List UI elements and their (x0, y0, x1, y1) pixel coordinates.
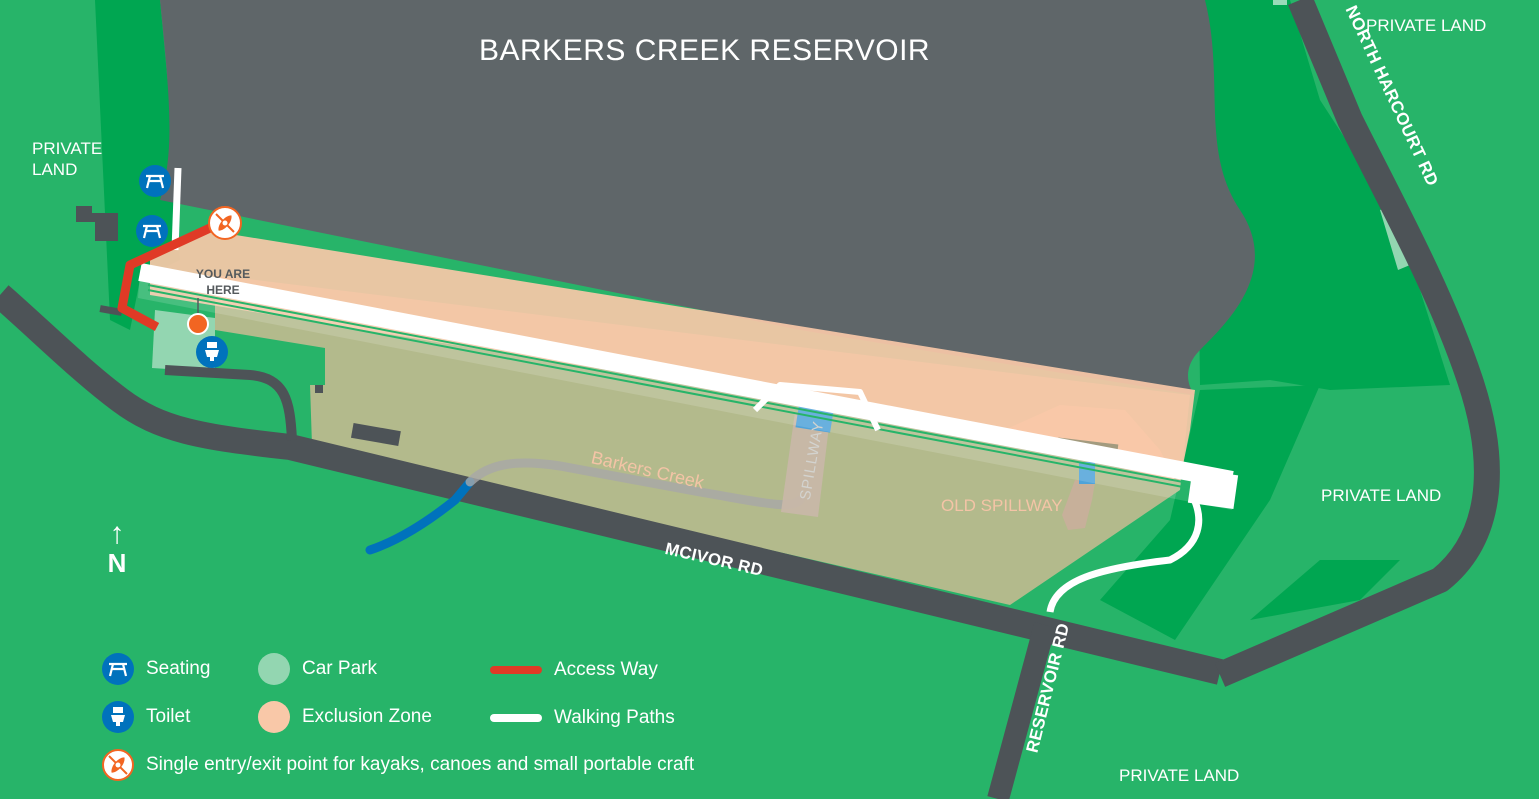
car-park-driveway (164, 365, 297, 441)
private-land-label: PRIVATE LAND (1321, 486, 1442, 505)
you-are-here-dot (187, 313, 209, 335)
dam-wall-inner-2 (147, 289, 1226, 496)
legend-seating-label: Seating (146, 658, 211, 679)
legend-access-way: Access Way (490, 658, 658, 682)
walking-path-east (1046, 493, 1203, 613)
private-land-label: PRIVATE LAND (1119, 766, 1240, 785)
dark-green-se (1100, 385, 1320, 640)
dam-east-block (1187, 468, 1239, 510)
land-plot (215, 275, 1190, 605)
dark-green-east (1195, 0, 1450, 390)
legend-entry-point: Single entry/exit point for kayaks, cano… (102, 749, 694, 781)
legend-walking-paths-label: Walking Paths (554, 707, 675, 728)
toilet-icon (196, 336, 228, 368)
dark-green-se-lower (1250, 560, 1400, 620)
you-are-here-label: YOU ARE HERE (186, 266, 260, 298)
building-plot (350, 422, 401, 447)
legend-seating: Seating (102, 653, 210, 685)
access-way (117, 223, 212, 331)
legend-access-way-label: Access Way (554, 659, 658, 680)
marker-post (315, 385, 323, 393)
legend-exclusion-zone: Exclusion Zone (258, 701, 432, 733)
spillway-channel (781, 412, 830, 517)
seating-icon (102, 653, 134, 685)
car-park-swatch (258, 653, 290, 685)
road-west-mcivor (0, 285, 1224, 685)
toilet-icon (102, 701, 134, 733)
road-stub (99, 305, 123, 316)
building-west (76, 206, 118, 241)
exclusion-zone (150, 230, 1195, 480)
walking-paths-swatch (490, 714, 542, 722)
walking-path-spillway-loop (752, 382, 881, 432)
private-land-line2: LAND (32, 160, 78, 179)
legend-car-park-label: Car Park (302, 658, 377, 679)
dam-wall-path (138, 263, 1234, 489)
path-stub (1273, 0, 1287, 5)
kayak-icon (208, 206, 242, 240)
reservoir-water (160, 0, 1255, 395)
north-arrow: ↑ N (100, 517, 134, 579)
road-north-harcourt (1214, 0, 1500, 687)
dam-wall-inner (147, 284, 1226, 491)
north-arrow-icon: ↑ (109, 517, 125, 550)
legend-car-park: Car Park (258, 653, 377, 685)
private-land-label: PRIVATE LAND (32, 138, 102, 180)
legend-entry-point-label: Single entry/exit point for kayaks, cano… (146, 754, 695, 775)
kayak-icon (102, 749, 134, 781)
private-land-label: PRIVATE LAND (1366, 16, 1487, 35)
legend-toilet: Toilet (102, 701, 190, 733)
legend-toilet-label: Toilet (146, 706, 191, 727)
old-spillway-channel (1062, 480, 1095, 530)
private-land-line1: PRIVATE (32, 139, 103, 158)
road-reservoir (987, 622, 1056, 799)
access-way-swatch (490, 666, 542, 674)
spillway-water (795, 405, 834, 433)
seating-icon (136, 215, 168, 247)
legend-walking-paths: Walking Paths (490, 706, 675, 730)
walking-path-north (171, 167, 182, 251)
map-title: BARKERS CREEK RESERVOIR (479, 34, 931, 67)
legend-exclusion-zone-label: Exclusion Zone (302, 706, 432, 727)
you-are-here-line1: YOU ARE (195, 267, 251, 281)
exclusion-zone-swatch (258, 701, 290, 733)
you-are-here-line2: HERE (206, 283, 240, 297)
seating-icon (139, 165, 171, 197)
north-label: N (107, 548, 127, 578)
old-spillway-label: OLD SPILLWAY (941, 496, 1063, 515)
creek-blue (365, 477, 475, 555)
